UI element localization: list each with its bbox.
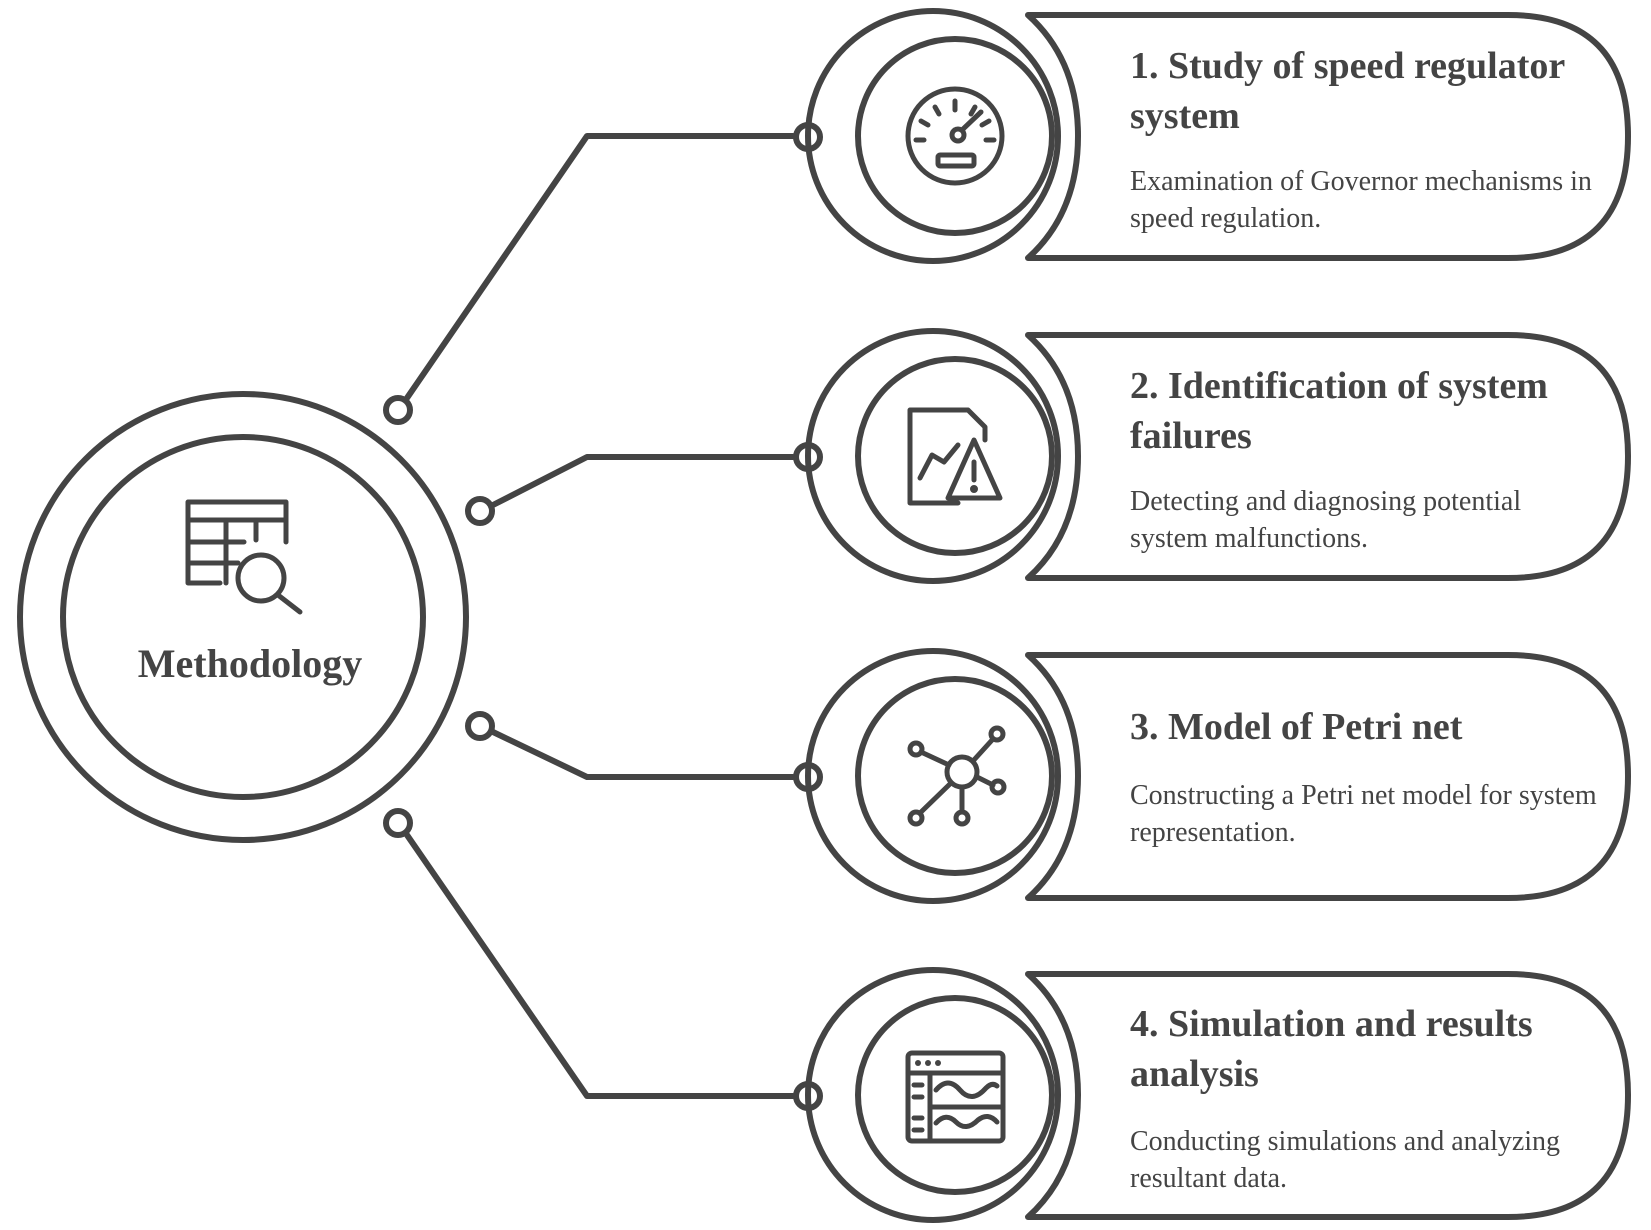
simulation-window-icon bbox=[905, 1050, 1006, 1144]
window-dots bbox=[915, 1060, 941, 1066]
step-2-description: Detecting and diagnosing potential syste… bbox=[1130, 486, 1522, 554]
step-3-description: Constructing a Petri net model for syste… bbox=[1130, 780, 1597, 848]
connector-3 bbox=[465, 711, 823, 792]
report-warning-icon bbox=[907, 407, 1003, 506]
connector-2 bbox=[465, 442, 823, 526]
step-card-1 bbox=[805, 8, 1631, 264]
speedometer-icon bbox=[905, 86, 1005, 186]
table-search-icon bbox=[185, 499, 303, 615]
step-2-title: 2. Identification of system failures bbox=[1130, 365, 1548, 457]
step-card-2 bbox=[805, 328, 1631, 584]
step-card-4 bbox=[805, 967, 1631, 1223]
step-1-description: Examination of Governor mechanisms in sp… bbox=[1130, 166, 1592, 234]
connector-1 bbox=[383, 122, 823, 425]
step-4-description: Conducting simulations and analyzing res… bbox=[1130, 1126, 1561, 1194]
network-hub-icon bbox=[907, 725, 1007, 827]
center-title: Methodology bbox=[137, 641, 363, 686]
step-4-title: 4. Simulation and results analysis bbox=[1130, 1003, 1533, 1095]
center-node bbox=[17, 391, 469, 843]
connector-4 bbox=[383, 808, 823, 1111]
step-3-title: 3. Model of Petri net bbox=[1130, 706, 1463, 748]
step-card-3 bbox=[805, 648, 1631, 904]
step-1-title: 1. Study of speed regulator system bbox=[1130, 45, 1565, 137]
